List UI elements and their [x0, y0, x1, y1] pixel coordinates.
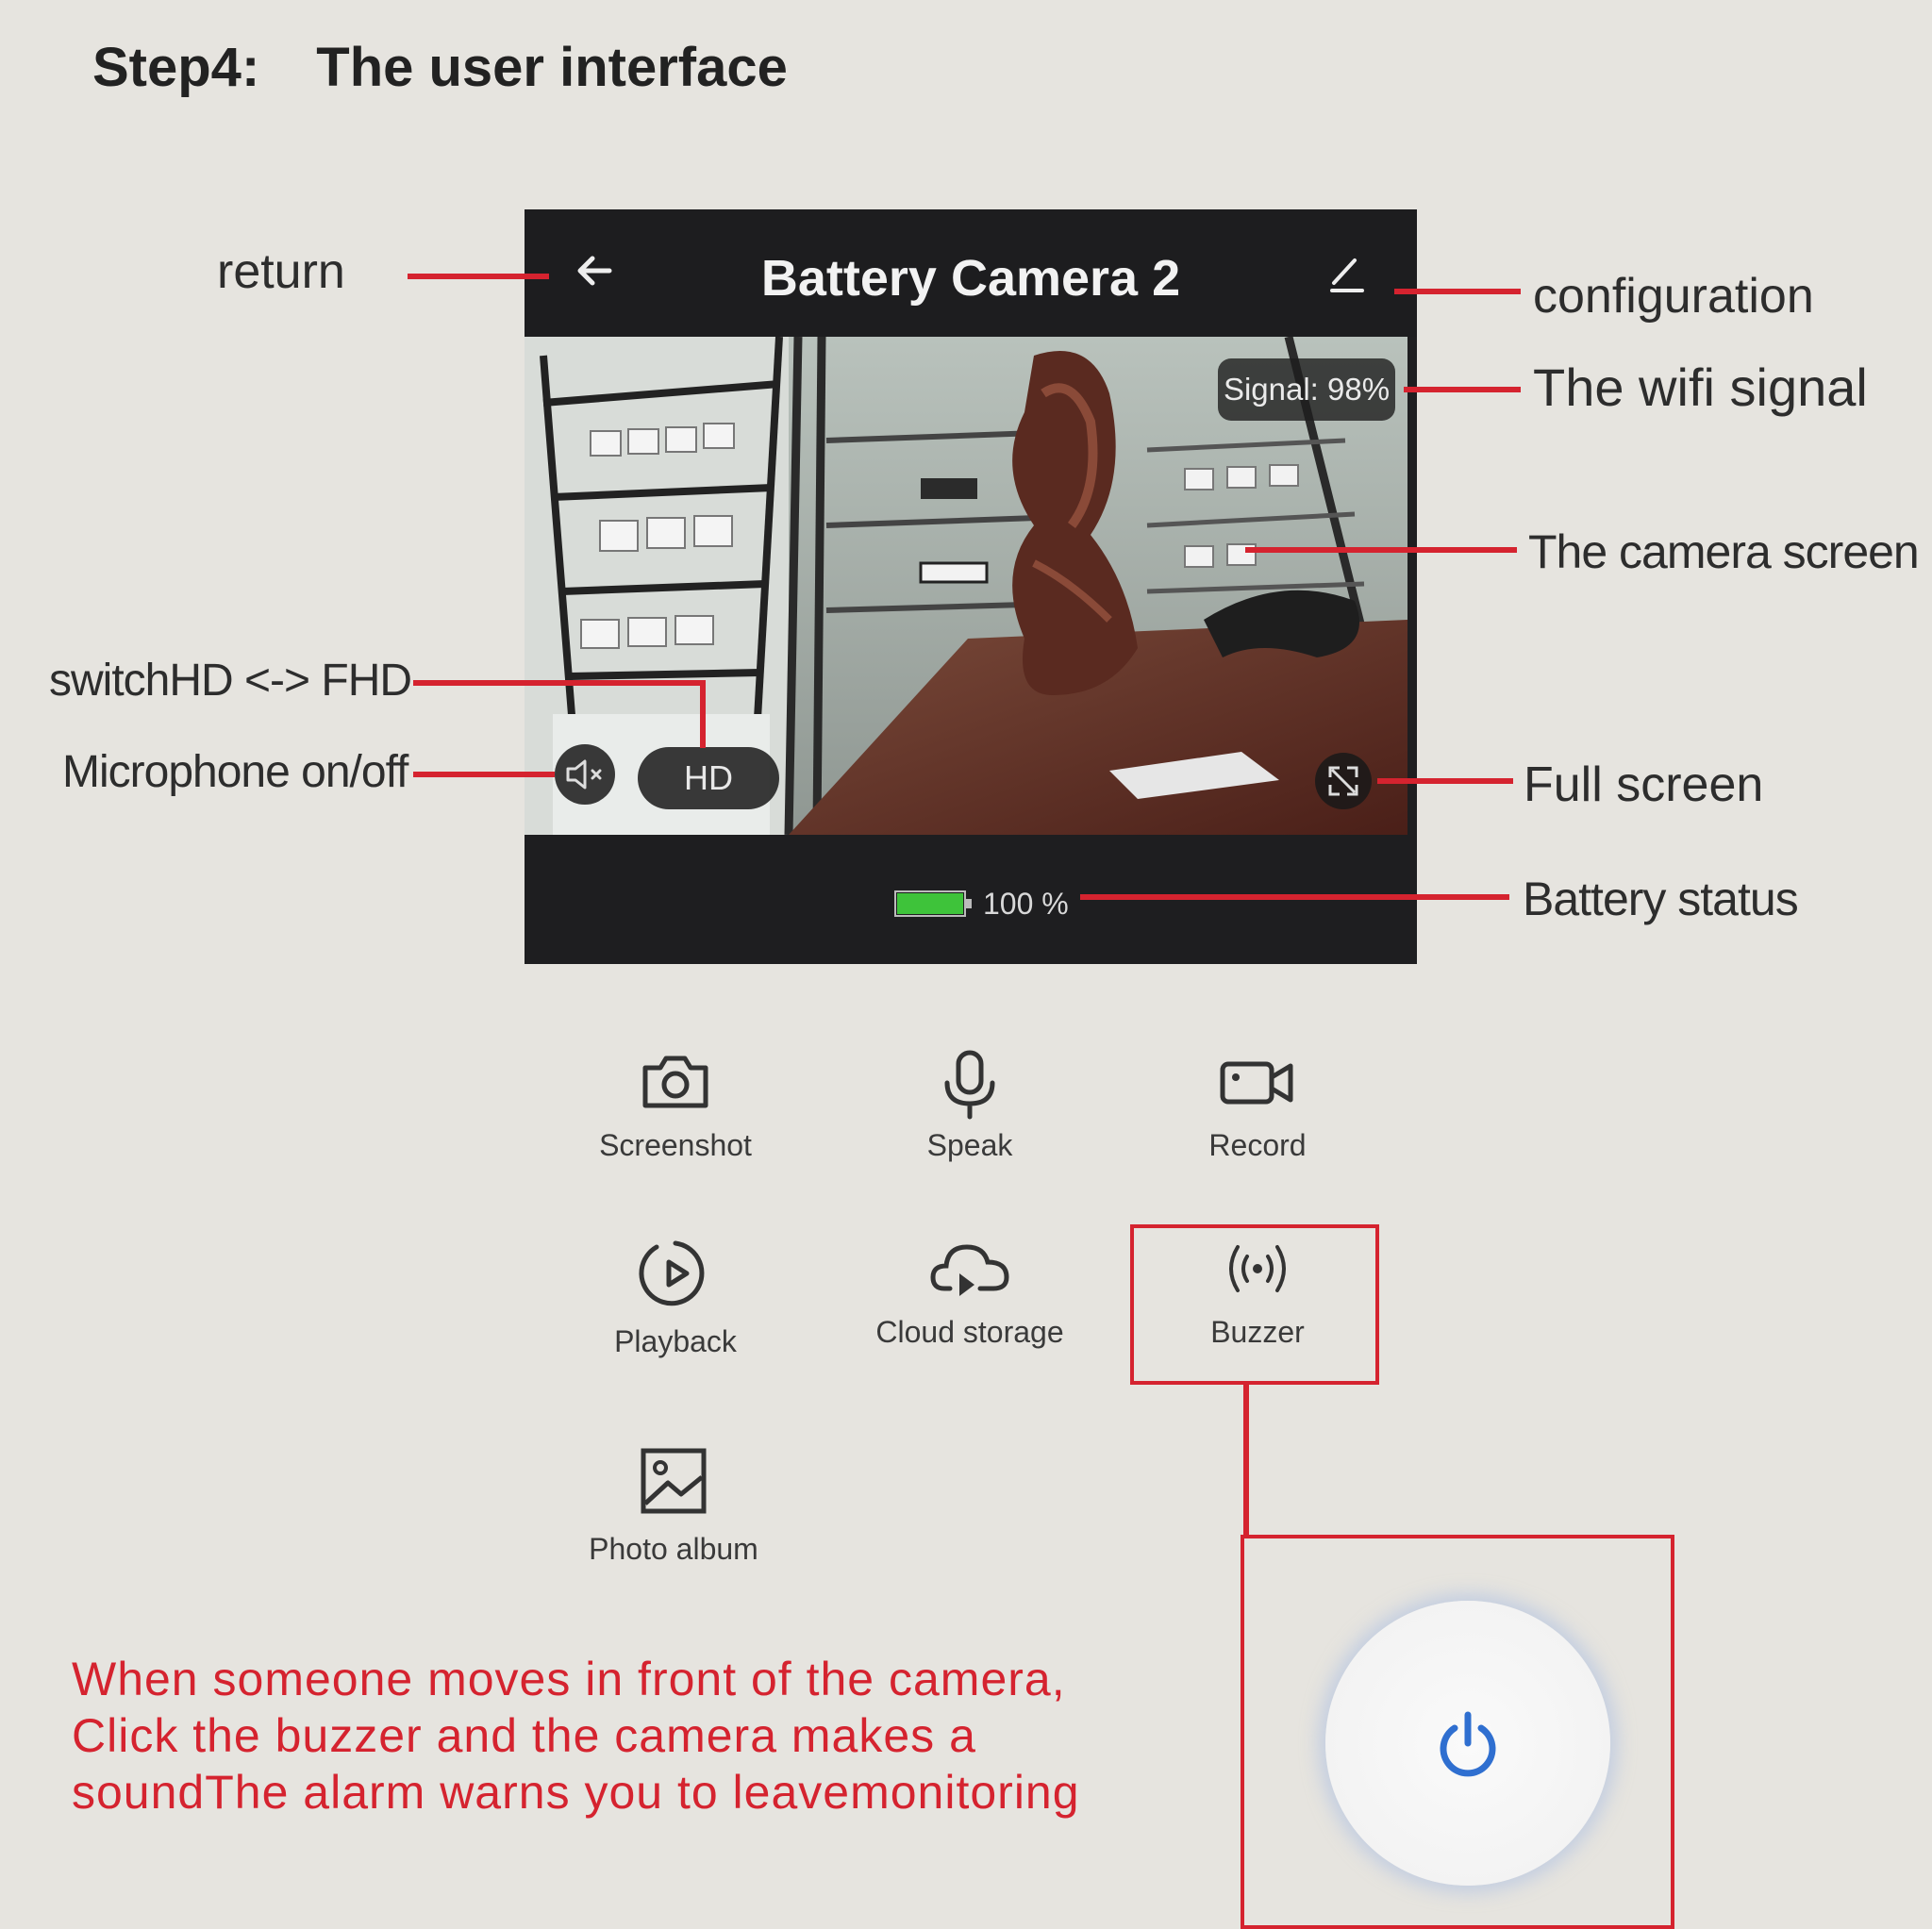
- heading-step: Step4:: [92, 37, 260, 98]
- annotation-switch-hd: switchHD <-> FHD: [49, 656, 412, 706]
- power-callout-box: [1241, 1535, 1674, 1929]
- leader-line-switch-hd-drop: [700, 680, 706, 748]
- camera-icon: [642, 1056, 708, 1108]
- playback-icon: [639, 1240, 705, 1306]
- leader-line-camera-screen: [1245, 547, 1517, 553]
- leader-line-wifi-signal: [1404, 387, 1521, 392]
- top-bar: [525, 209, 1417, 337]
- buzzer-note: When someone moves in front of the camer…: [72, 1651, 1080, 1821]
- annotation-wifi-signal: The wifi signal: [1533, 358, 1868, 417]
- note-line: Click the buzzer and the camera makes a: [72, 1709, 976, 1762]
- fullscreen-button[interactable]: [1315, 753, 1372, 809]
- menu-label: Buzzer: [1210, 1315, 1305, 1349]
- annotation-return: return: [217, 244, 345, 299]
- camera-app-screen: Battery Camera 2: [525, 209, 1417, 964]
- menu-label: Photo album: [589, 1532, 758, 1566]
- leader-line-configuration: [1394, 289, 1521, 294]
- edit-pencil-icon[interactable]: [1326, 253, 1368, 299]
- menu-label: Cloud storage: [875, 1315, 1064, 1349]
- speaker-muted-icon: [566, 759, 602, 790]
- annotation-full-screen: Full screen: [1524, 757, 1764, 812]
- menu-screenshot[interactable]: Screenshot: [553, 1049, 798, 1163]
- menu-label: Speak: [926, 1128, 1013, 1162]
- page-heading: Step4: The user interface: [92, 36, 788, 99]
- menu-record[interactable]: Record: [1135, 1049, 1380, 1163]
- microphone-icon: [944, 1050, 995, 1120]
- menu-playback[interactable]: Playback: [553, 1236, 798, 1359]
- video-camera-icon: [1220, 1061, 1293, 1105]
- annotation-configuration: configuration: [1533, 269, 1814, 324]
- menu-label: Record: [1208, 1128, 1307, 1162]
- battery-percentage: 100 %: [983, 887, 1069, 921]
- fullscreen-icon: [1328, 766, 1358, 796]
- wifi-signal-badge: Signal: 98%: [1218, 358, 1395, 421]
- note-line: soundThe alarm warns you to leavemonitor…: [72, 1766, 1080, 1819]
- leader-line-full-screen: [1377, 778, 1513, 784]
- cloud-upload-icon: [930, 1244, 1009, 1296]
- hd-quality-toggle[interactable]: HD: [638, 747, 779, 809]
- menu-label: Screenshot: [599, 1128, 752, 1162]
- leader-line-return: [408, 274, 549, 279]
- buzzer-connector-line: [1243, 1381, 1249, 1538]
- microphone-toggle-button[interactable]: [555, 744, 615, 805]
- leader-line-battery-status: [1080, 894, 1509, 900]
- annotation-microphone: Microphone on/off: [62, 747, 408, 797]
- leader-line-switch-hd: [413, 680, 706, 686]
- note-line: When someone moves in front of the camer…: [72, 1653, 1066, 1705]
- image-icon: [641, 1448, 707, 1514]
- leader-line-microphone: [413, 772, 555, 777]
- menu-speak[interactable]: Speak: [847, 1049, 1092, 1163]
- menu-buzzer[interactable]: Buzzer: [1135, 1236, 1380, 1350]
- annotation-battery-status: Battery status: [1523, 873, 1799, 925]
- back-arrow-icon[interactable]: [572, 247, 619, 299]
- menu-label: Playback: [614, 1324, 737, 1358]
- menu-cloud-storage[interactable]: Cloud storage: [847, 1236, 1092, 1350]
- battery-icon: [894, 890, 974, 922]
- heading-title: The user interface: [316, 37, 788, 98]
- buzzer-highlight-box: [1130, 1224, 1379, 1385]
- annotation-camera-screen: The camera screen: [1528, 525, 1920, 578]
- camera-title: Battery Camera 2: [760, 250, 1181, 307]
- menu-photo-album[interactable]: Photo album: [551, 1443, 796, 1567]
- buzzer-icon: [1229, 1245, 1286, 1292]
- power-icon: [1430, 1707, 1506, 1788]
